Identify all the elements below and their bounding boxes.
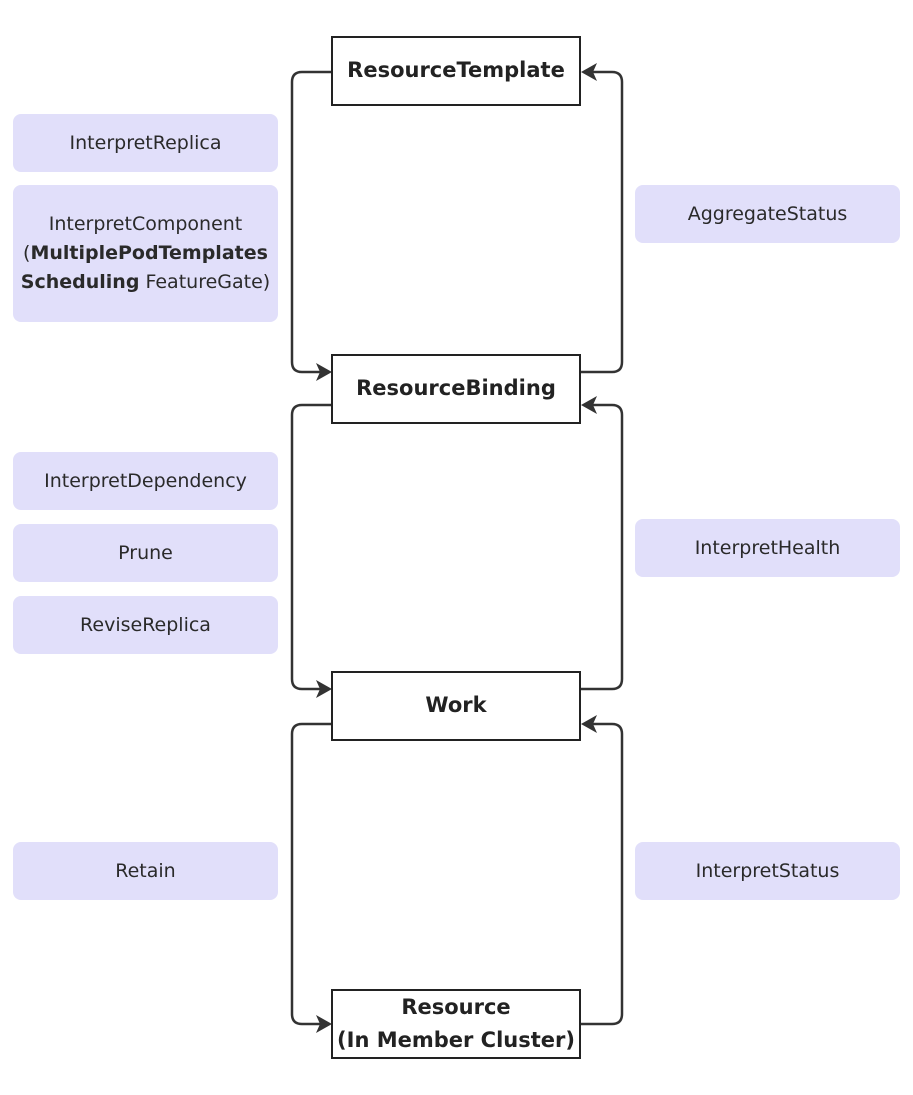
label-aggregate-status: AggregateStatus <box>635 185 900 243</box>
arrowhead-work-left <box>316 680 332 698</box>
node-work-label: Work <box>425 693 487 718</box>
arrowhead-binding-left <box>316 363 332 381</box>
node-resource-label-line1: Resource <box>401 995 511 1019</box>
arrowhead-resource-left <box>316 1015 332 1033</box>
label-interpret-health: InterpretHealth <box>635 519 900 577</box>
arrow-work-to-binding <box>581 403 624 691</box>
arrowhead-template-right <box>581 63 597 81</box>
arrow-binding-to-work <box>290 403 332 691</box>
arrowhead-binding-right <box>581 396 597 414</box>
arrowhead-work-right <box>581 715 597 733</box>
arrow-binding-to-template <box>581 70 624 374</box>
label-retain: Retain <box>13 842 278 900</box>
arrow-resource-to-work <box>581 722 624 1026</box>
node-resource-template: ResourceTemplate <box>331 36 581 106</box>
node-resource-template-label: ResourceTemplate <box>347 58 565 83</box>
node-resource-binding: ResourceBinding <box>331 354 581 424</box>
label-interpret-dependency: InterpretDependency <box>13 452 278 510</box>
label-interpret-component: InterpretComponent (MultiplePodTemplates… <box>13 185 278 322</box>
node-resource-label-line2: (In Member Cluster) <box>337 1028 575 1052</box>
interpret-component-line2: (MultiplePodTemplates <box>23 242 268 264</box>
label-revise-replica: ReviseReplica <box>13 596 278 654</box>
arrow-template-to-binding <box>290 70 332 374</box>
arrow-work-to-resource <box>290 722 332 1026</box>
label-interpret-status: InterpretStatus <box>635 842 900 900</box>
node-resource: Resource (In Member Cluster) <box>331 989 581 1059</box>
interpret-component-line3: Scheduling FeatureGate) <box>20 271 271 293</box>
node-work: Work <box>331 671 581 741</box>
interpret-component-line1: InterpretComponent <box>48 213 243 235</box>
label-prune: Prune <box>13 524 278 582</box>
node-resource-binding-label: ResourceBinding <box>356 376 556 401</box>
label-interpret-replica: InterpretReplica <box>13 114 278 172</box>
